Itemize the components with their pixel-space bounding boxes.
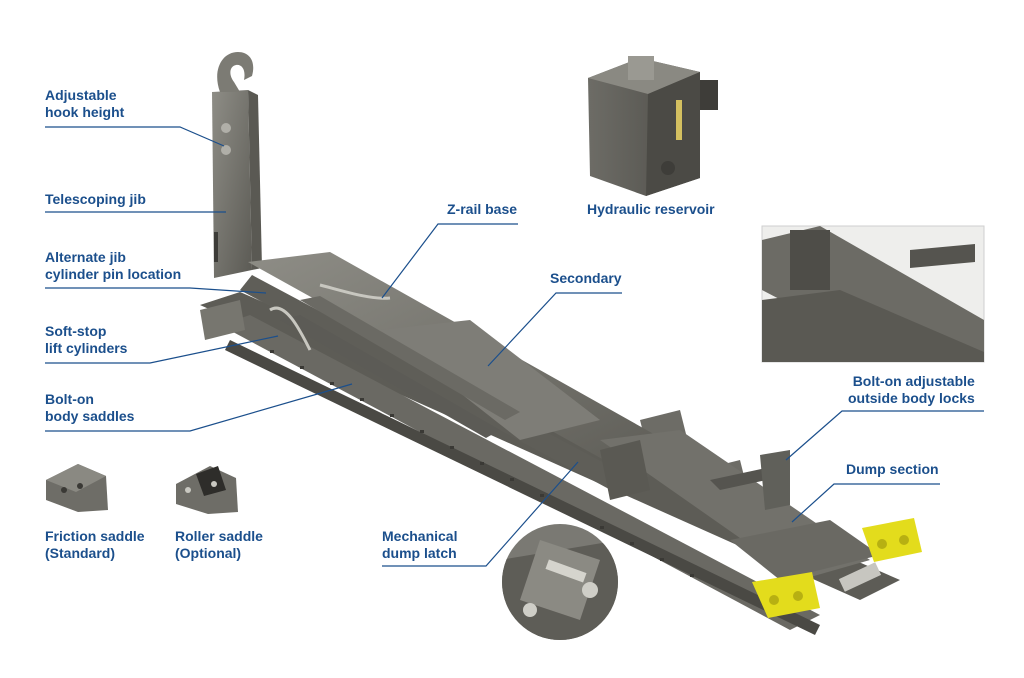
leader-lines: [45, 126, 984, 567]
label-bolt-on-body-saddles: Bolt-on body saddles: [45, 391, 135, 424]
yellow-dump-latch-rear: [862, 518, 922, 562]
secondary-arm: [240, 252, 700, 495]
label-roller-saddle: Roller saddle (Optional): [175, 528, 263, 561]
label-outside-body-locks: Bolt-on adjustable outside body locks: [848, 373, 975, 406]
label-dump-section: Dump section: [846, 461, 939, 477]
dump-section-frame: [600, 430, 882, 592]
label-adjustable-hook-height: Adjustable hook height: [45, 87, 125, 120]
label-telescoping-jib: Telescoping jib: [45, 191, 146, 207]
hydraulic-tank-icon: [588, 56, 718, 196]
friction-saddle-icon: [46, 464, 108, 512]
hook-icon: [217, 52, 254, 92]
label-friction-saddle: Friction saddle (Standard): [45, 528, 145, 561]
telescoping-jib: [212, 90, 262, 278]
label-alternate-jib-cylinder-pin: Alternate jib cylinder pin location: [45, 249, 182, 282]
label-hydraulic-reservoir: Hydraulic reservoir: [587, 201, 715, 217]
label-soft-stop-lift-cylinders: Soft-stop lift cylinders: [45, 323, 128, 356]
label-secondary: Secondary: [550, 270, 622, 286]
body-lock-closeup-image: [761, 225, 985, 363]
label-mechanical-dump-latch: Mechanical dump latch: [382, 528, 458, 561]
dump-latch-closeup-image: [502, 524, 618, 640]
label-z-rail-base: Z-rail base: [447, 201, 518, 217]
yellow-dump-latch-front: [752, 572, 820, 618]
roller-saddle-icon: [176, 466, 238, 514]
